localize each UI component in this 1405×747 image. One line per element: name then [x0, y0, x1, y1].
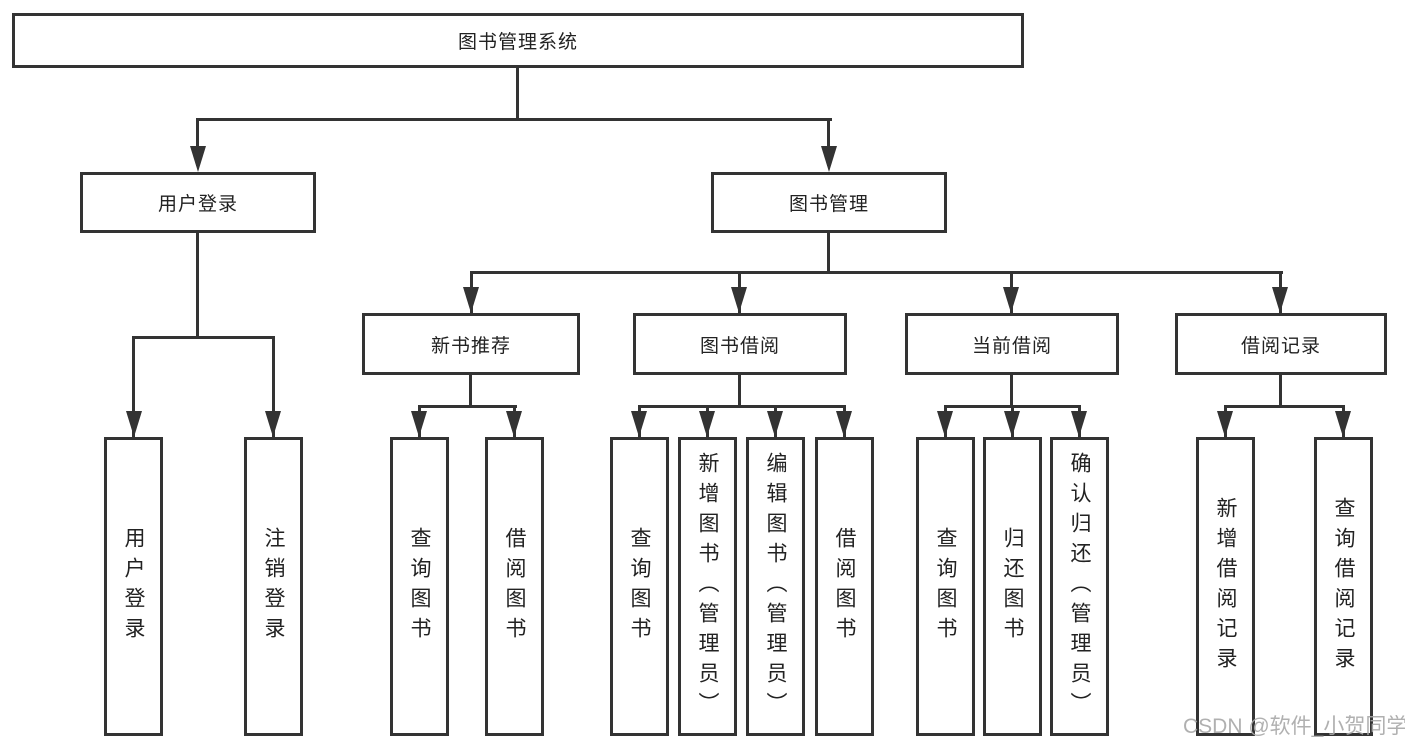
node-book-borrow: 图书借阅: [633, 313, 847, 375]
connector-line: [132, 336, 135, 437]
arrow-down-icon: [699, 411, 715, 437]
node-new-book-recommend: 新书推荐: [362, 313, 580, 375]
node-borrow-records: 借阅记录: [1175, 313, 1387, 375]
arrow-down-icon: [265, 411, 281, 437]
node-root: 图书管理系统: [12, 13, 1024, 68]
arrow-down-icon: [836, 411, 852, 437]
leaf-logout: 注销登录: [244, 437, 303, 736]
arrow-down-icon: [506, 411, 522, 437]
leaf-records-query-record: 查询借阅记录: [1314, 437, 1373, 736]
leaf-borrow-add-books-admin: 新增图书（管理员）: [678, 437, 737, 736]
leaf-records-add-record: 新增借阅记录: [1196, 437, 1255, 736]
node-book-management: 图书管理: [711, 172, 947, 233]
arrow-down-icon: [1335, 411, 1351, 437]
arrow-down-icon: [1071, 411, 1087, 437]
connector-line: [272, 336, 275, 437]
arrow-down-icon: [631, 411, 647, 437]
connector-line: [196, 233, 199, 339]
leaf-user-login: 用户登录: [104, 437, 163, 736]
arrow-down-icon: [190, 146, 206, 172]
leaf-recommend-borrow-books: 借阅图书: [485, 437, 544, 736]
arrow-down-icon: [767, 411, 783, 437]
connector-line: [638, 405, 846, 408]
arrow-down-icon: [463, 287, 479, 313]
leaf-borrow-edit-books-admin: 编辑图书（管理员）: [746, 437, 805, 736]
connector-line: [132, 336, 275, 339]
leaf-recommend-query-books: 查询图书: [390, 437, 449, 736]
leaf-borrow-query-books: 查询图书: [610, 437, 669, 736]
node-current-borrow: 当前借阅: [905, 313, 1119, 375]
connector-line: [1279, 375, 1282, 408]
arrow-down-icon: [411, 411, 427, 437]
arrow-down-icon: [937, 411, 953, 437]
connector-line: [469, 375, 472, 408]
connector-line: [196, 118, 832, 121]
leaf-current-query-books: 查询图书: [916, 437, 975, 736]
watermark: CSDN @软件_小贺同学: [1183, 715, 1405, 738]
leaf-current-return-books: 归还图书: [983, 437, 1042, 736]
connector-line: [827, 118, 830, 166]
connector-line: [470, 271, 1283, 274]
node-user-login: 用户登录: [80, 172, 316, 233]
arrow-down-icon: [126, 411, 142, 437]
arrow-down-icon: [731, 287, 747, 313]
arrow-down-icon: [821, 146, 837, 172]
leaf-current-confirm-return-admin: 确认归还（管理员）: [1050, 437, 1109, 736]
arrow-down-icon: [1004, 411, 1020, 437]
connector-line: [516, 68, 519, 121]
arrow-down-icon: [1217, 411, 1233, 437]
connector-line: [1224, 405, 1345, 408]
arrow-down-icon: [1272, 287, 1288, 313]
connector-line: [827, 233, 830, 274]
connector-line: [738, 375, 741, 408]
connector-line: [1010, 375, 1013, 408]
arrow-down-icon: [1003, 287, 1019, 313]
connector-line: [418, 405, 517, 408]
leaf-borrow-borrow-books: 借阅图书: [815, 437, 874, 736]
connector-line: [196, 118, 199, 166]
